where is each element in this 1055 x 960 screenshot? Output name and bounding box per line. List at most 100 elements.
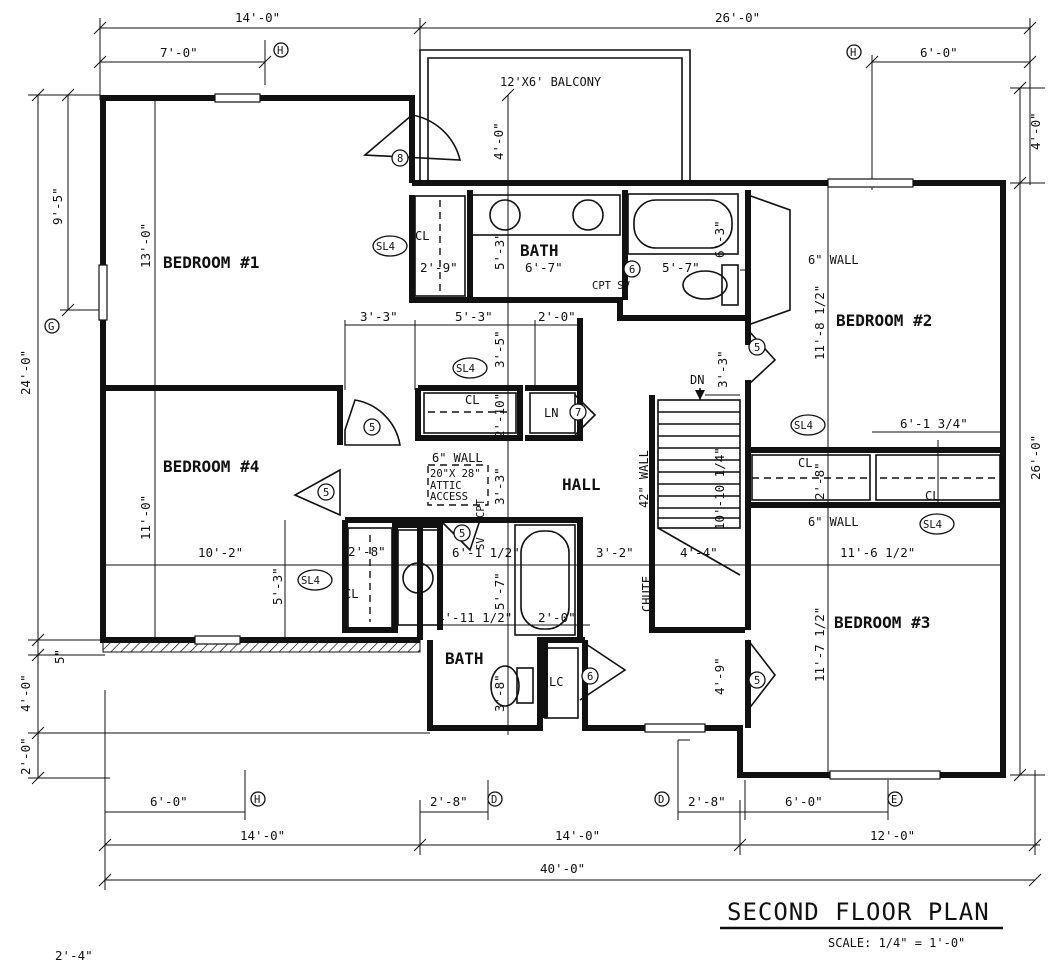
wall-note: 6" WALL xyxy=(808,515,859,529)
door-tag: 6 xyxy=(623,260,641,278)
room-label-bedroom-4: BEDROOM #4 xyxy=(163,457,259,476)
dim-label: 14'-0" xyxy=(555,828,600,843)
staircase xyxy=(657,388,741,576)
room-label-bath-bottom: BATH xyxy=(445,649,484,668)
closet-label: CL xyxy=(465,393,479,407)
room-label-bedroom-2: BEDROOM #2 xyxy=(836,311,932,330)
grid-mark: G xyxy=(44,318,60,334)
grid-mark: H xyxy=(250,791,266,807)
dim-label: 3'-3" xyxy=(360,309,398,324)
dim-label: 4'-4" xyxy=(680,545,718,560)
room-label-hall: HALL xyxy=(562,475,601,494)
door-tag: 6 xyxy=(581,667,599,685)
svg-text:5: 5 xyxy=(754,342,760,354)
door-tag: 8 xyxy=(391,149,409,167)
window-tag: SL4 xyxy=(452,357,488,379)
linen-label: LN xyxy=(544,406,558,420)
svg-text:5: 5 xyxy=(369,422,375,434)
dim-label: 7'-0" xyxy=(160,45,198,60)
svg-text:SL4: SL4 xyxy=(794,420,813,432)
closet-label: CL xyxy=(798,456,812,470)
dim-label: 10'-2" xyxy=(198,545,243,560)
svg-text:SL4: SL4 xyxy=(923,519,942,531)
dim-label: 6'-0" xyxy=(150,794,188,809)
room-label-bath-top: BATH xyxy=(520,241,559,260)
dimension-text: 14'-0" 26'-0" 7'-0" 6'-0" 24'-0" 9'-5" 5… xyxy=(18,10,1043,960)
dim-label: 2'-8" xyxy=(688,794,726,809)
laundry-closet-label: LC xyxy=(549,675,563,689)
svg-text:E: E xyxy=(891,794,897,806)
dim-label: 2'-0" xyxy=(18,737,33,775)
dim-label: 4'-0" xyxy=(1028,112,1043,150)
dim-label: 5'-3" xyxy=(492,232,507,270)
svg-text:7: 7 xyxy=(575,407,581,419)
closet-label: CL xyxy=(344,587,358,601)
dim-label: 5'-7" xyxy=(662,260,700,275)
dim-label: 4'-0" xyxy=(491,122,506,160)
windows xyxy=(98,93,941,780)
room-label-bedroom-1: BEDROOM #1 xyxy=(163,253,259,272)
dim-label: 2'-4" xyxy=(55,948,93,960)
dim-label: 2'-10" xyxy=(492,393,507,438)
room-label-balcony: 12'X6' BALCONY xyxy=(500,75,602,89)
door-tag: 7 xyxy=(569,403,587,421)
svg-text:6: 6 xyxy=(629,264,635,276)
dim-label: 13'-0" xyxy=(138,223,153,268)
room-label-bedroom-3: BEDROOM #3 xyxy=(834,613,930,632)
door-tag: 5 xyxy=(748,671,766,689)
wall-note: 6" WALL xyxy=(432,451,483,465)
dim-label: 6'-0" xyxy=(785,794,823,809)
drawing-title: SECOND FLOOR PLAN xyxy=(727,898,990,926)
dim-label: 6'-3" xyxy=(712,220,727,258)
fixture-labels: CL CL CL CL CL LN LC DN CHUTE CPT SV CPT… xyxy=(344,229,939,689)
dim-label: 6'-0" xyxy=(920,45,958,60)
dim-label: 2'-8" xyxy=(430,794,468,809)
dim-label: 6'-1 1/2" xyxy=(452,545,520,560)
dim-label: 2'-8" xyxy=(348,544,386,559)
closet-label: CL xyxy=(925,489,939,503)
title-block: SECOND FLOOR PLAN SCALE: 1/4" = 1'-0" xyxy=(720,898,1003,950)
dim-label: 4'-11 1/2" xyxy=(437,610,512,625)
svg-text:6: 6 xyxy=(587,671,593,683)
svg-text:D: D xyxy=(658,794,664,806)
window-tag: SL4 xyxy=(790,414,826,436)
dim-label: 6'-7" xyxy=(525,260,563,275)
grid-mark: E xyxy=(887,791,903,807)
svg-text:5: 5 xyxy=(323,487,329,499)
dim-label: 3'-8" xyxy=(492,674,507,712)
svg-text:8: 8 xyxy=(397,153,403,165)
dim-label: 26'-0" xyxy=(1028,435,1043,480)
attic-note: 20"X 28" xyxy=(430,468,481,480)
closet-label: CL xyxy=(415,229,429,243)
tags: SL4 SL4 SL4 SL4 SL4 5 5 5 5 5 6 6 7 8 G … xyxy=(44,42,955,807)
dim-label: 3'-3" xyxy=(492,467,507,505)
wall-hatch xyxy=(102,639,421,653)
dim-label: 11'-7 1/2" xyxy=(812,607,827,682)
dim-label: 11'-6 1/2" xyxy=(840,545,915,560)
svg-text:H: H xyxy=(277,45,283,57)
svg-text:G: G xyxy=(48,321,54,333)
wall-note: 6" WALL xyxy=(808,253,859,267)
dim-label: 5" xyxy=(52,649,67,664)
svg-text:SL4: SL4 xyxy=(301,575,320,587)
dim-label: 5'-3" xyxy=(455,309,493,324)
dimension-lines xyxy=(28,18,1045,890)
cpt-sv-label: CPT SV xyxy=(592,280,631,292)
dim-label: 40'-0" xyxy=(540,861,585,876)
dim-label: 6'-1 3/4" xyxy=(900,416,968,431)
grid-mark: H xyxy=(846,44,862,60)
window-tag: SL4 xyxy=(372,235,408,257)
chute-label: CHUTE xyxy=(640,576,654,612)
dim-label: 14'-0" xyxy=(235,10,280,25)
svg-text:SL4: SL4 xyxy=(376,241,395,253)
drawing-scale: SCALE: 1/4" = 1'-0" xyxy=(828,936,965,950)
dim-label: 9'-5" xyxy=(50,187,65,225)
dim-label: 11'-8 1/2" xyxy=(812,285,827,360)
door-tag: 5 xyxy=(363,418,381,436)
svg-text:H: H xyxy=(850,47,856,59)
dim-label: 5'-3" xyxy=(270,567,285,605)
dim-label: 3'-2" xyxy=(596,545,634,560)
dim-label: 2'-8" xyxy=(812,462,827,500)
dim-label: 10'-10 1/4" xyxy=(712,447,727,530)
